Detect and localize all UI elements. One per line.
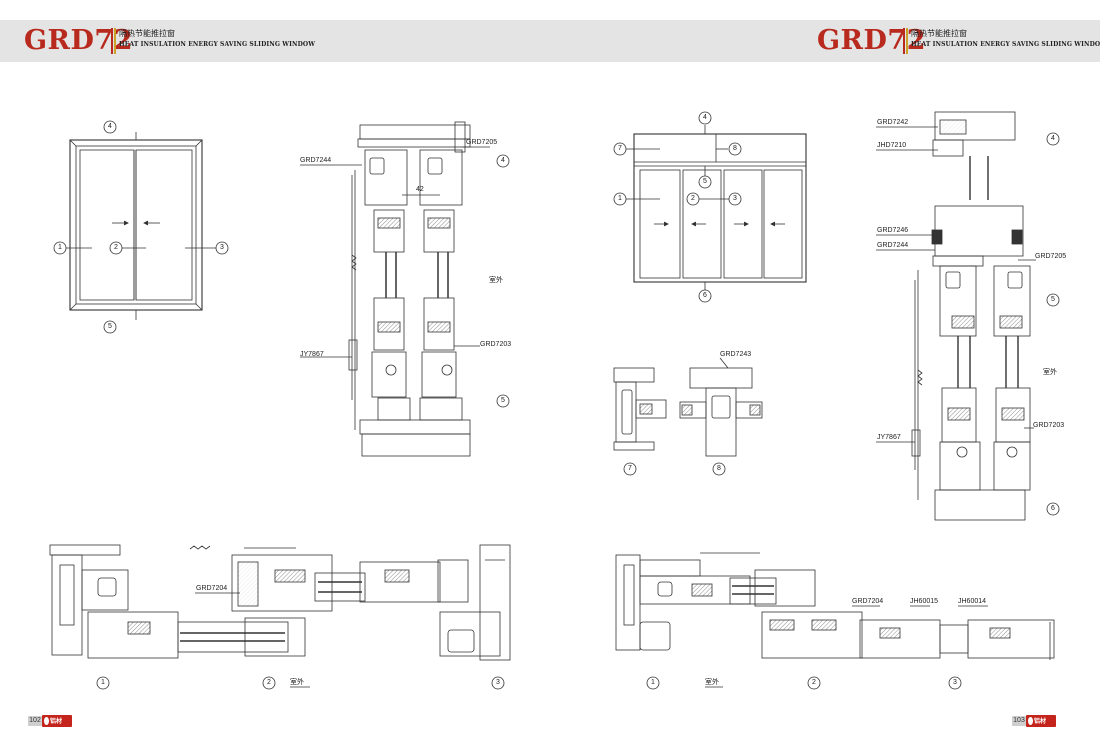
subtitle-cn-right: 隔热节能推拉窗 [911, 29, 967, 38]
right-elev-marker-6: 6 [703, 292, 707, 299]
right-elev-marker-5: 5 [703, 178, 707, 185]
subtitle-cn-left: 隔热节能推拉窗 [119, 29, 175, 38]
page-number-left: 102 [28, 716, 42, 726]
label-outdoor-left-bottom: 室外 [290, 678, 304, 686]
right-horizontal-section [615, 552, 1055, 688]
right-bottom-marker-1: 1 [651, 679, 655, 686]
left-window-elevation [66, 132, 216, 320]
logo-mark-icon [1028, 717, 1033, 725]
label-jy7867-right: JY7867 [877, 434, 901, 441]
brand-accent-bars-right [903, 28, 908, 54]
right-elev-marker-2: 2 [691, 195, 695, 202]
subtitle-en-right: HEAT INSULATION ENERGY SAVING SLIDING WI… [911, 41, 1100, 48]
logo-lettering: 铝材 [1034, 718, 1047, 725]
label-grd7246: GRD7246 [877, 227, 909, 234]
label-grd7244-left: GRD7244 [300, 157, 332, 164]
page-header-band: GRD72 隔热节能推拉窗 HEAT INSULATION ENERGY SAV… [0, 20, 1100, 62]
right-section-marker-5: 5 [1051, 296, 1055, 303]
right-detail-marker-8: 8 [717, 465, 721, 472]
left-section-marker-4: 4 [501, 157, 505, 164]
left-elev-marker-2: 2 [114, 244, 118, 251]
label-grd7242: GRD7242 [877, 119, 909, 126]
right-window-elevation [626, 125, 807, 292]
right-detail-7 [613, 367, 667, 451]
right-detail-8 [679, 357, 763, 457]
right-elev-marker-8: 8 [733, 145, 737, 152]
label-grd7205-right: GRD7205 [1035, 253, 1067, 260]
brand-accent-bars-left [111, 28, 116, 54]
right-elev-marker-3: 3 [733, 195, 737, 202]
left-elev-marker-3: 3 [220, 244, 224, 251]
label-outdoor-left-section: 室外 [489, 276, 503, 284]
left-bottom-marker-2: 2 [267, 679, 271, 686]
right-vertical-section [876, 111, 1036, 521]
logo-lettering: 铝材 [50, 718, 63, 725]
company-logo-left: 铝材 [42, 715, 72, 727]
left-horizontal-section [49, 544, 511, 688]
right-elev-marker-1: 1 [618, 195, 622, 202]
right-detail-marker-7: 7 [628, 465, 632, 472]
subtitle-en-left: HEAT INSULATION ENERGY SAVING SLIDING WI… [119, 41, 316, 48]
right-section-marker-4: 4 [1051, 135, 1055, 142]
label-grd7244-right: GRD7244 [877, 242, 909, 249]
dimension-42: 42 [416, 186, 424, 193]
label-jy7867-left: JY7867 [300, 351, 324, 358]
label-outdoor-right-section: 室外 [1043, 368, 1057, 376]
label-jh60015: JH60015 [910, 598, 939, 605]
right-section-marker-6: 6 [1051, 505, 1055, 512]
logo-mark-icon [44, 717, 49, 725]
label-grd7203-left: GRD7203 [480, 341, 512, 348]
right-elev-marker-7: 7 [618, 145, 622, 152]
label-grd7204-right: GRD7204 [852, 598, 884, 605]
left-elev-marker-1: 1 [58, 244, 62, 251]
label-outdoor-right-bottom: 室外 [705, 678, 719, 686]
label-grd7243: GRD7243 [720, 351, 752, 358]
page-number-right: 103 [1012, 716, 1026, 726]
left-section-marker-5: 5 [501, 397, 505, 404]
label-grd7203-right: GRD7203 [1033, 422, 1065, 429]
label-grd7205-left: GRD7205 [466, 139, 498, 146]
label-jh60014: JH60014 [958, 598, 987, 605]
label-jhd7210: JHD7210 [877, 142, 907, 149]
company-logo-right: 铝材 [1026, 715, 1056, 727]
left-bottom-marker-3: 3 [496, 679, 500, 686]
left-elev-marker-4: 4 [108, 123, 112, 130]
label-grd7204-left: GRD7204 [196, 585, 228, 592]
left-bottom-marker-1: 1 [101, 679, 105, 686]
left-vertical-section [300, 121, 490, 457]
right-bottom-marker-2: 2 [812, 679, 816, 686]
right-bottom-marker-3: 3 [953, 679, 957, 686]
right-elev-marker-4: 4 [703, 114, 707, 121]
left-elev-marker-5: 5 [108, 323, 112, 330]
